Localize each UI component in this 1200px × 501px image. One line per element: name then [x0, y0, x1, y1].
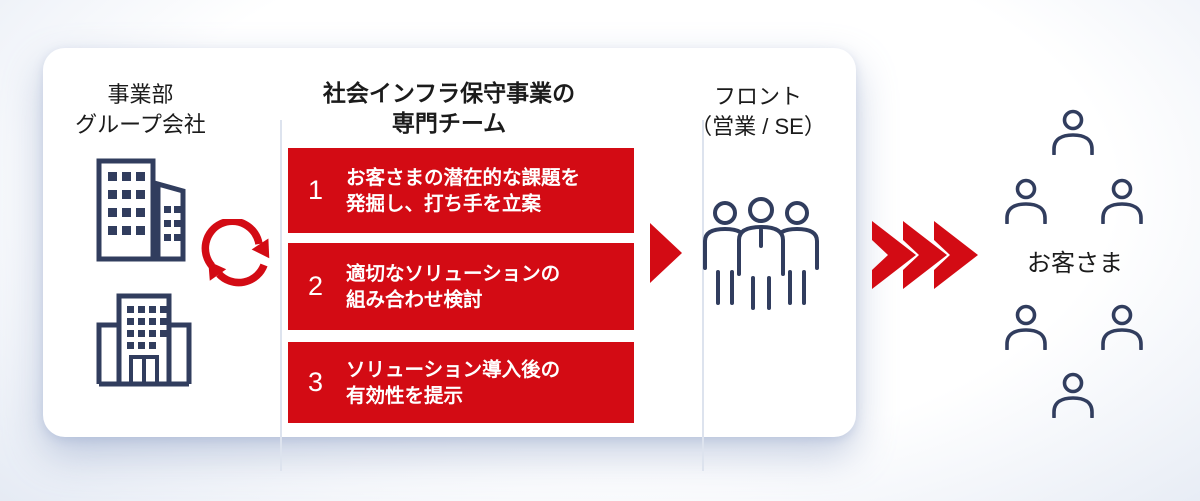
team-title-line1: 社会インフラ保守事業の: [322, 80, 576, 106]
column-divider-2: [702, 120, 704, 471]
step-1-number: 1: [308, 175, 324, 205]
column-divider-1: [280, 120, 282, 471]
building-pair-icon: [96, 158, 186, 262]
step-2-line1: 適切なソリューションの: [346, 262, 561, 285]
person-icon: [1005, 178, 1047, 224]
step-1-line2: 発掘し、打ち手を立案: [346, 192, 542, 215]
triple-chevron-icon: [872, 221, 978, 289]
front-title-line2: （営業 / SE）: [690, 114, 826, 139]
team-icon: [703, 197, 819, 310]
front-column-title: フロント （営業 / SE）: [660, 82, 856, 142]
step-2-number: 2: [308, 271, 324, 301]
step-3-number: 3: [308, 367, 324, 397]
person-icon: [1101, 178, 1143, 224]
process-card: 事業部 グループ会社: [43, 48, 856, 471]
step-3: 3 ソリューション導入後の 有効性を提示: [288, 342, 634, 423]
step-1-line1: お客さまの潜在的な課題を: [346, 166, 581, 189]
source-column-title: 事業部 グループ会社: [43, 80, 238, 140]
customer-label: お客さま: [1027, 250, 1123, 277]
source-title-line2: グループ会社: [75, 112, 206, 137]
team-column-title: 社会インフラ保守事業の 専門チーム: [248, 78, 650, 138]
person-icon: [1101, 304, 1143, 350]
person-icon: [1005, 304, 1047, 350]
step-1: 1 お客さまの潜在的な課題を 発掘し、打ち手を立案: [288, 148, 634, 233]
step-3-line1: ソリューション導入後の: [346, 358, 561, 381]
triangle-arrow-icon: [650, 223, 682, 283]
step-2: 2 適切なソリューションの 組み合わせ検討: [288, 243, 634, 330]
front-title-line1: フロント: [713, 84, 802, 109]
source-title-line1: 事業部: [107, 82, 174, 107]
step-2-line2: 組み合わせ検討: [346, 288, 483, 311]
person-icon: [1052, 372, 1094, 418]
team-title-line2: 専門チーム: [391, 110, 507, 136]
cycle-arrow-icon: [201, 219, 270, 287]
step-3-line2: 有効性を提示: [346, 384, 464, 407]
person-icon: [1052, 109, 1094, 155]
office-building-icon: [96, 293, 192, 387]
